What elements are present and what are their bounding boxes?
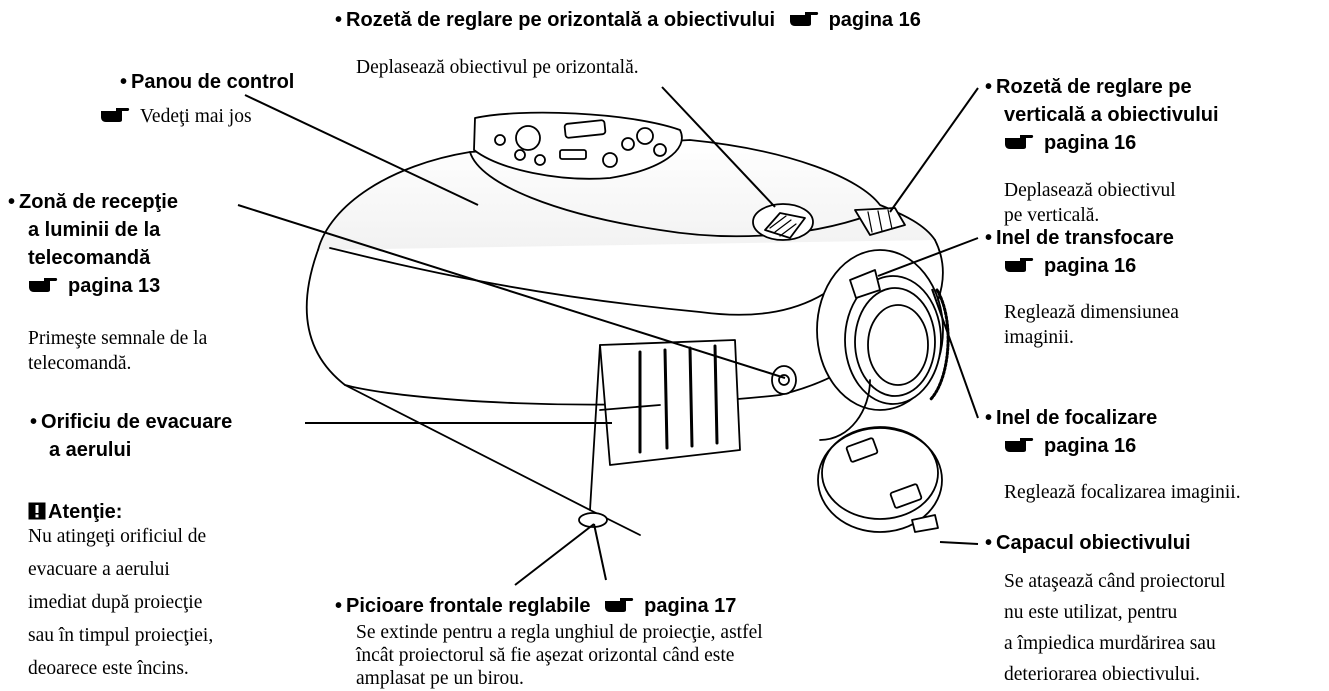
pointing-hand-icon <box>789 11 819 27</box>
vertical-dial-desc-line1: Deplasează obiectivul <box>1004 180 1176 201</box>
caution-line-5: deoarece este încins. <box>28 658 189 679</box>
exhaust-vent-title: •Orificiu de evacuare <box>30 410 232 435</box>
zoom-ring-page-link[interactable]: pagina 16 <box>1044 255 1137 277</box>
vertical-dial-ref[interactable]: pagina 16 <box>1004 131 1136 156</box>
vertical-dial-desc-line2: pe verticală. <box>1004 205 1100 226</box>
zoom-ring-ref[interactable]: pagina 16 <box>1004 254 1136 279</box>
bullet-dot: • <box>985 227 993 249</box>
lens-cap-desc-line2: nu este utilizat, pentru <box>1004 602 1178 623</box>
front-feet-label: Picioare frontale reglabile <box>346 595 591 617</box>
horizontal-dial-description: Deplasează obiectivul pe orizontală. <box>356 57 639 78</box>
control-panel-description: Vedeţi mai jos <box>140 106 252 127</box>
remote-area-title: •Zonă de recepţie <box>8 190 178 215</box>
front-feet-page-link[interactable]: pagina 17 <box>644 595 737 617</box>
lens-cap-desc-line1: Se ataşează când proiectorul <box>1004 571 1226 592</box>
horizontal-dial-title: •Rozetă de reglare pe orizontală a obiec… <box>335 8 921 33</box>
exhaust-vent-title-line2: a aerului <box>49 439 132 461</box>
caution-line-2: evacuare a aerului <box>28 559 170 580</box>
pointing-hand-icon <box>1004 437 1034 453</box>
focus-ring-ref[interactable]: pagina 16 <box>1004 434 1136 459</box>
pointing-hand-icon <box>1004 257 1034 273</box>
zoom-ring-desc-line2: imaginii. <box>1004 327 1074 348</box>
lens-cap-label: Capacul obiectivului <box>996 532 1191 554</box>
bullet-dot: • <box>30 411 38 433</box>
caution-line-1: Nu atingeţi orificiul de <box>28 526 207 547</box>
vertical-dial-label-line1: Rozetă de reglare pe <box>996 76 1192 98</box>
pointing-hand-icon <box>1004 134 1034 150</box>
caution-line-4: sau în timpul proiecţiei, <box>28 625 214 646</box>
vertical-dial-page-link[interactable]: pagina 16 <box>1044 132 1137 154</box>
focus-ring-title: •Inel de focalizare <box>985 406 1157 431</box>
projector-body <box>305 111 950 536</box>
zoom-ring-title: •Inel de transfocare <box>985 226 1174 251</box>
remote-area-title-line2: a luminii de la <box>28 219 161 241</box>
bullet-dot: • <box>120 71 128 93</box>
vertical-dial-title: •Rozetă de reglare pe <box>985 75 1192 100</box>
focus-ring-page-link[interactable]: pagina 16 <box>1044 435 1137 457</box>
front-feet-title: •Picioare frontale reglabile pagina 17 <box>335 594 736 619</box>
horizontal-dial-page-link[interactable]: pagina 16 <box>828 9 921 31</box>
control-panel-ref[interactable]: Vedeţi mai jos <box>100 104 252 129</box>
remote-area-label-line1: Zonă de recepţie <box>19 191 178 213</box>
remote-area-page-link[interactable]: pagina 13 <box>68 275 161 297</box>
vertical-dial-title-line2: verticală a obiectivului <box>1004 104 1219 126</box>
front-feet-desc-line1: Se extinde pentru a regla unghiul de pro… <box>356 622 763 643</box>
lens-cap-desc-line3: a împiedica murdărirea sau <box>1004 633 1216 654</box>
zoom-ring-desc-line1: Reglează dimensiunea <box>1004 302 1179 323</box>
pointing-hand-icon <box>100 107 130 123</box>
remote-area-title-line3: telecomandă <box>28 247 151 269</box>
warning-box-icon <box>28 502 46 520</box>
pointing-hand-icon <box>604 597 634 613</box>
control-panel-label: Panou de control <box>131 71 295 93</box>
leader-lines <box>237 86 979 586</box>
remote-area-ref[interactable]: pagina 13 <box>28 274 160 299</box>
bullet-dot: • <box>335 595 343 617</box>
lens-cap-desc-line4: deteriorarea obiectivului. <box>1004 664 1200 685</box>
bullet-dot: • <box>8 191 16 213</box>
lens-cap-title: •Capacul obiectivului <box>985 531 1191 556</box>
front-feet-desc-line3: amplasat pe un birou. <box>356 668 524 689</box>
focus-ring-label: Inel de focalizare <box>996 407 1158 429</box>
remote-area-desc-line2: telecomandă. <box>28 353 132 374</box>
pointing-hand-icon <box>28 277 58 293</box>
caution-label: Atenţie: <box>48 501 123 523</box>
zoom-ring-label: Inel de transfocare <box>996 227 1174 249</box>
bullet-dot: • <box>985 407 993 429</box>
remote-area-desc-line1: Primeşte semnale de la <box>28 328 208 349</box>
bullet-dot: • <box>335 9 343 31</box>
bullet-dot: • <box>985 76 993 98</box>
control-panel-title: •Panou de control <box>120 70 294 95</box>
caution-line-3: imediat după proiecţie <box>28 592 203 613</box>
caution-title: Atenţie: <box>28 500 122 525</box>
front-feet-desc-line2: încât proiectorul să fie aşezat orizonta… <box>356 645 735 666</box>
horizontal-dial-label: Rozetă de reglare pe orizontală a obiect… <box>346 9 776 31</box>
exhaust-vent-label-line1: Orificiu de evacuare <box>41 411 233 433</box>
focus-ring-description: Reglează focalizarea imaginii. <box>1004 482 1241 503</box>
bullet-dot: • <box>985 532 993 554</box>
